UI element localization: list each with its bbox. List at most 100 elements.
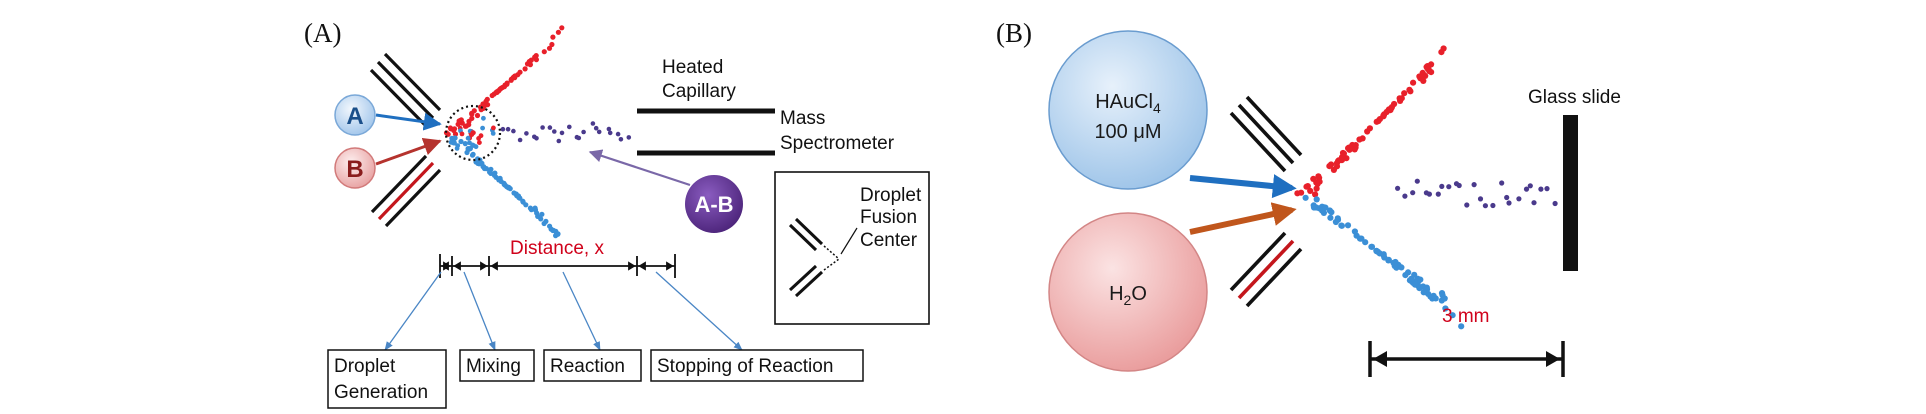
droplet	[451, 140, 457, 146]
glass-slide-label: Glass slide	[1528, 87, 1621, 108]
stage-mixing-label: Mixing	[466, 356, 521, 377]
droplet	[1373, 247, 1380, 254]
droplet	[1314, 180, 1321, 187]
arrow-h2o	[1189, 202, 1297, 235]
glass-slide	[1563, 115, 1578, 271]
droplet	[487, 169, 493, 175]
droplet	[1313, 185, 1320, 192]
droplet	[1435, 191, 1441, 197]
svg-text:H2O: H2O	[1109, 283, 1147, 308]
droplet	[1412, 281, 1419, 288]
droplet	[552, 129, 557, 134]
droplet	[502, 182, 508, 188]
droplet	[448, 126, 454, 132]
stage-box-stopping: Stopping of Reaction	[650, 349, 864, 382]
stage-droplet-label-2: Generation	[334, 382, 428, 403]
badge-a: A	[334, 94, 376, 136]
droplet	[1344, 222, 1352, 229]
droplet	[546, 45, 553, 51]
droplet	[497, 175, 503, 181]
droplet	[1335, 158, 1342, 165]
droplet	[541, 49, 547, 55]
arrow-a	[375, 112, 442, 131]
droplet	[1401, 90, 1408, 97]
droplet	[593, 125, 599, 131]
arrow-haucl4	[1189, 174, 1297, 199]
stage-reaction-label: Reaction	[550, 356, 625, 377]
droplet	[470, 151, 476, 157]
droplet	[556, 138, 562, 144]
droplet	[470, 142, 475, 148]
panel-b-label: (B)	[996, 18, 1032, 48]
droplet	[493, 89, 499, 95]
droplet	[1364, 128, 1371, 135]
droplet	[1446, 184, 1452, 190]
droplet	[1338, 222, 1345, 229]
inset-upper-sprayer	[788, 217, 824, 252]
droplet	[1381, 254, 1388, 261]
droplet	[1417, 276, 1424, 283]
droplet	[1402, 193, 1408, 199]
mixing-zone-circle	[444, 104, 502, 162]
scale-label: 3 mm	[1442, 306, 1490, 327]
droplet	[1411, 271, 1418, 278]
droplet	[1346, 146, 1353, 153]
droplet	[1471, 182, 1477, 188]
droplet	[576, 135, 582, 141]
droplet	[550, 227, 557, 233]
inset-label-3: Center	[860, 230, 918, 251]
droplet	[540, 125, 545, 130]
inset-label-1: Droplet	[860, 185, 922, 206]
droplet	[456, 118, 462, 124]
droplet	[1523, 186, 1530, 192]
badge-ab-text: A-B	[694, 192, 733, 217]
inset-label-2: Fusion	[860, 207, 917, 228]
droplet	[1420, 289, 1427, 296]
droplet	[1410, 190, 1416, 196]
lower-sprayer-b	[1229, 231, 1303, 308]
haucl4-circle: HAuCl4 100 μM	[1048, 30, 1208, 190]
droplet	[500, 126, 506, 132]
inset-converging-lines	[823, 245, 840, 271]
droplet	[484, 96, 490, 102]
droplet	[1410, 79, 1417, 86]
h2o-h: H	[1109, 283, 1123, 305]
droplet	[1456, 182, 1462, 189]
droplet	[1531, 200, 1537, 206]
droplet	[490, 131, 496, 136]
droplet	[1439, 183, 1445, 189]
droplet	[1544, 186, 1550, 192]
droplet	[1294, 190, 1301, 197]
h2o-o: O	[1131, 283, 1147, 305]
droplet	[607, 130, 613, 136]
droplet	[469, 132, 475, 138]
droplet	[1395, 185, 1401, 191]
panel-a: (A) A B A-B	[304, 18, 930, 409]
upper-sprayer-b	[1229, 95, 1303, 173]
droplet	[567, 124, 572, 130]
droplet	[489, 92, 495, 99]
h2o-subscript: 2	[1124, 292, 1132, 308]
droplet	[1516, 196, 1522, 202]
droplet	[541, 220, 547, 227]
droplet	[508, 77, 514, 83]
droplet	[538, 216, 544, 222]
droplet	[485, 102, 491, 108]
droplet	[1442, 305, 1449, 312]
badge-a-text: A	[346, 103, 363, 130]
droplet	[547, 125, 553, 130]
droplet	[547, 223, 553, 229]
droplet	[1327, 214, 1334, 221]
droplet	[555, 231, 561, 237]
droplet	[1328, 209, 1335, 216]
stage-box-droplet-generation: Droplet Generation	[327, 349, 447, 409]
droplet	[581, 129, 586, 135]
droplet	[1356, 136, 1363, 143]
heated-capillary	[637, 108, 775, 156]
droplet	[1464, 202, 1470, 208]
droplet	[1390, 259, 1397, 266]
droplet	[465, 135, 471, 141]
droplet	[615, 131, 621, 137]
droplet	[512, 73, 518, 79]
